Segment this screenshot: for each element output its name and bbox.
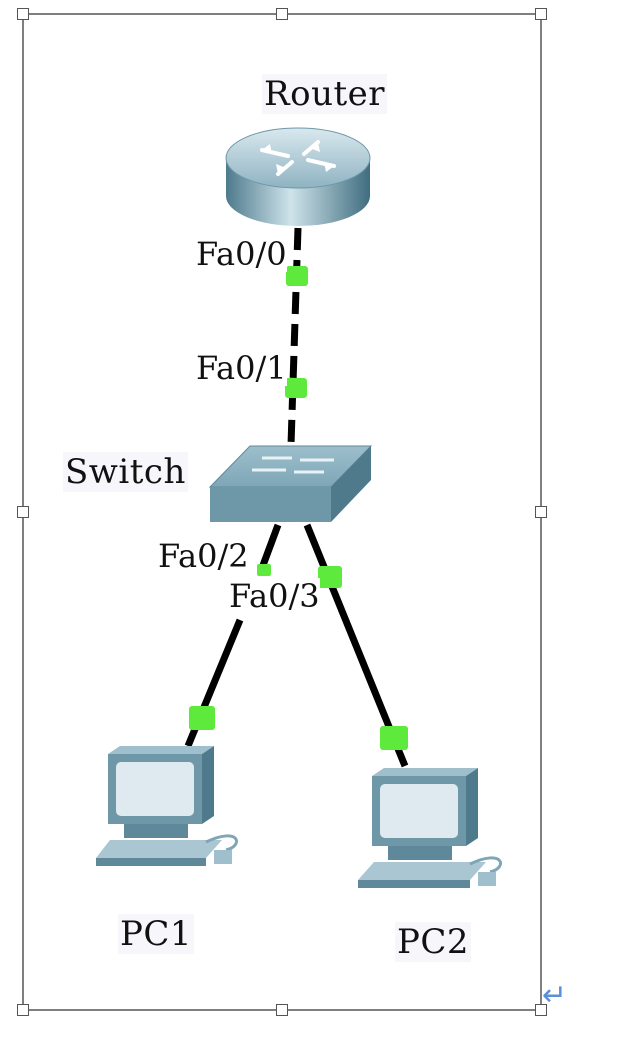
paragraph-return-icon: ↵ xyxy=(542,978,568,1013)
cable-router-switch xyxy=(287,227,302,446)
port-label-fa02: Fa0/2 xyxy=(158,537,249,575)
link-light-fa01 xyxy=(285,378,307,398)
resize-handle-top-left[interactable] xyxy=(17,8,29,20)
pc2-label: PC2 xyxy=(395,922,472,962)
pc1-icon[interactable] xyxy=(96,746,238,866)
resize-handle-middle-right[interactable] xyxy=(535,506,547,518)
resize-handle-top-right[interactable] xyxy=(535,8,547,20)
pc1-label: PC1 xyxy=(118,914,195,954)
port-label-fa00: Fa0/0 xyxy=(196,235,287,273)
link-indicators xyxy=(189,266,408,750)
resize-handle-bottom-center[interactable] xyxy=(276,1004,288,1016)
switch-label: Switch xyxy=(63,452,188,492)
resize-handle-top-center[interactable] xyxy=(276,8,288,20)
pc2-icon[interactable] xyxy=(358,768,502,888)
resize-handle-bottom-right[interactable] xyxy=(535,1004,547,1016)
resize-handle-bottom-left[interactable] xyxy=(17,1004,29,1016)
switch-icon[interactable] xyxy=(208,445,373,522)
link-light-pc1 xyxy=(189,706,215,730)
port-label-fa01: Fa0/1 xyxy=(196,349,287,387)
router-label: Router xyxy=(262,74,388,114)
link-light-fa03 xyxy=(318,566,342,588)
resize-handle-middle-left[interactable] xyxy=(17,506,29,518)
cable-switch-pc2 xyxy=(303,523,409,768)
link-light-fa02 xyxy=(257,564,271,576)
router-icon[interactable] xyxy=(225,127,371,226)
link-light-pc2 xyxy=(380,726,408,750)
link-light-fa00 xyxy=(286,266,308,286)
port-label-fa03: Fa0/3 xyxy=(229,577,320,615)
